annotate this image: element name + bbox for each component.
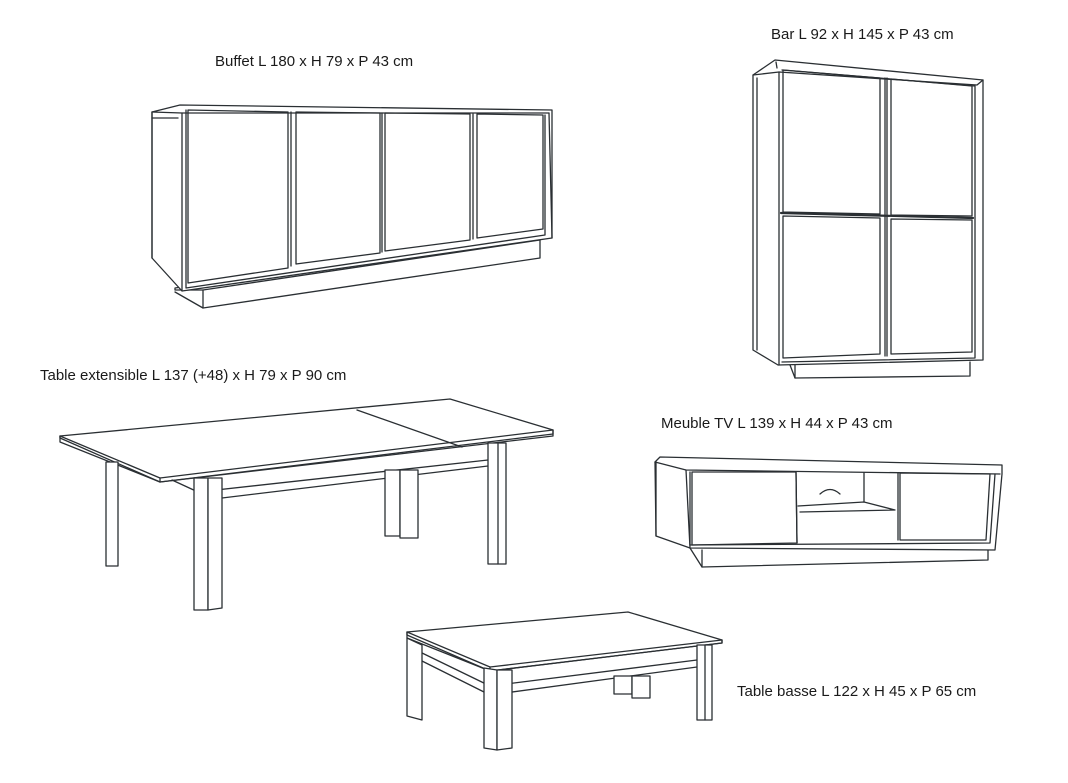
table-extensible-drawing	[59, 398, 554, 611]
meuble-tv-caption: Meuble TV L 139 x H 44 x P 43 cm	[661, 415, 893, 432]
table-extensible-caption: Table extensible L 137 (+48) x H 79 x P …	[40, 367, 347, 384]
bar-drawing	[752, 59, 984, 379]
buffet-caption: Buffet L 180 x H 79 x P 43 cm	[215, 53, 414, 70]
meuble-tv-drawing	[654, 456, 1003, 568]
table-basse-caption: Table basse L 122 x H 45 x P 65 cm	[737, 683, 977, 700]
bar-caption: Bar L 92 x H 145 x P 43 cm	[771, 26, 954, 43]
buffet-drawing	[151, 104, 553, 309]
table-basse-drawing	[406, 611, 723, 751]
